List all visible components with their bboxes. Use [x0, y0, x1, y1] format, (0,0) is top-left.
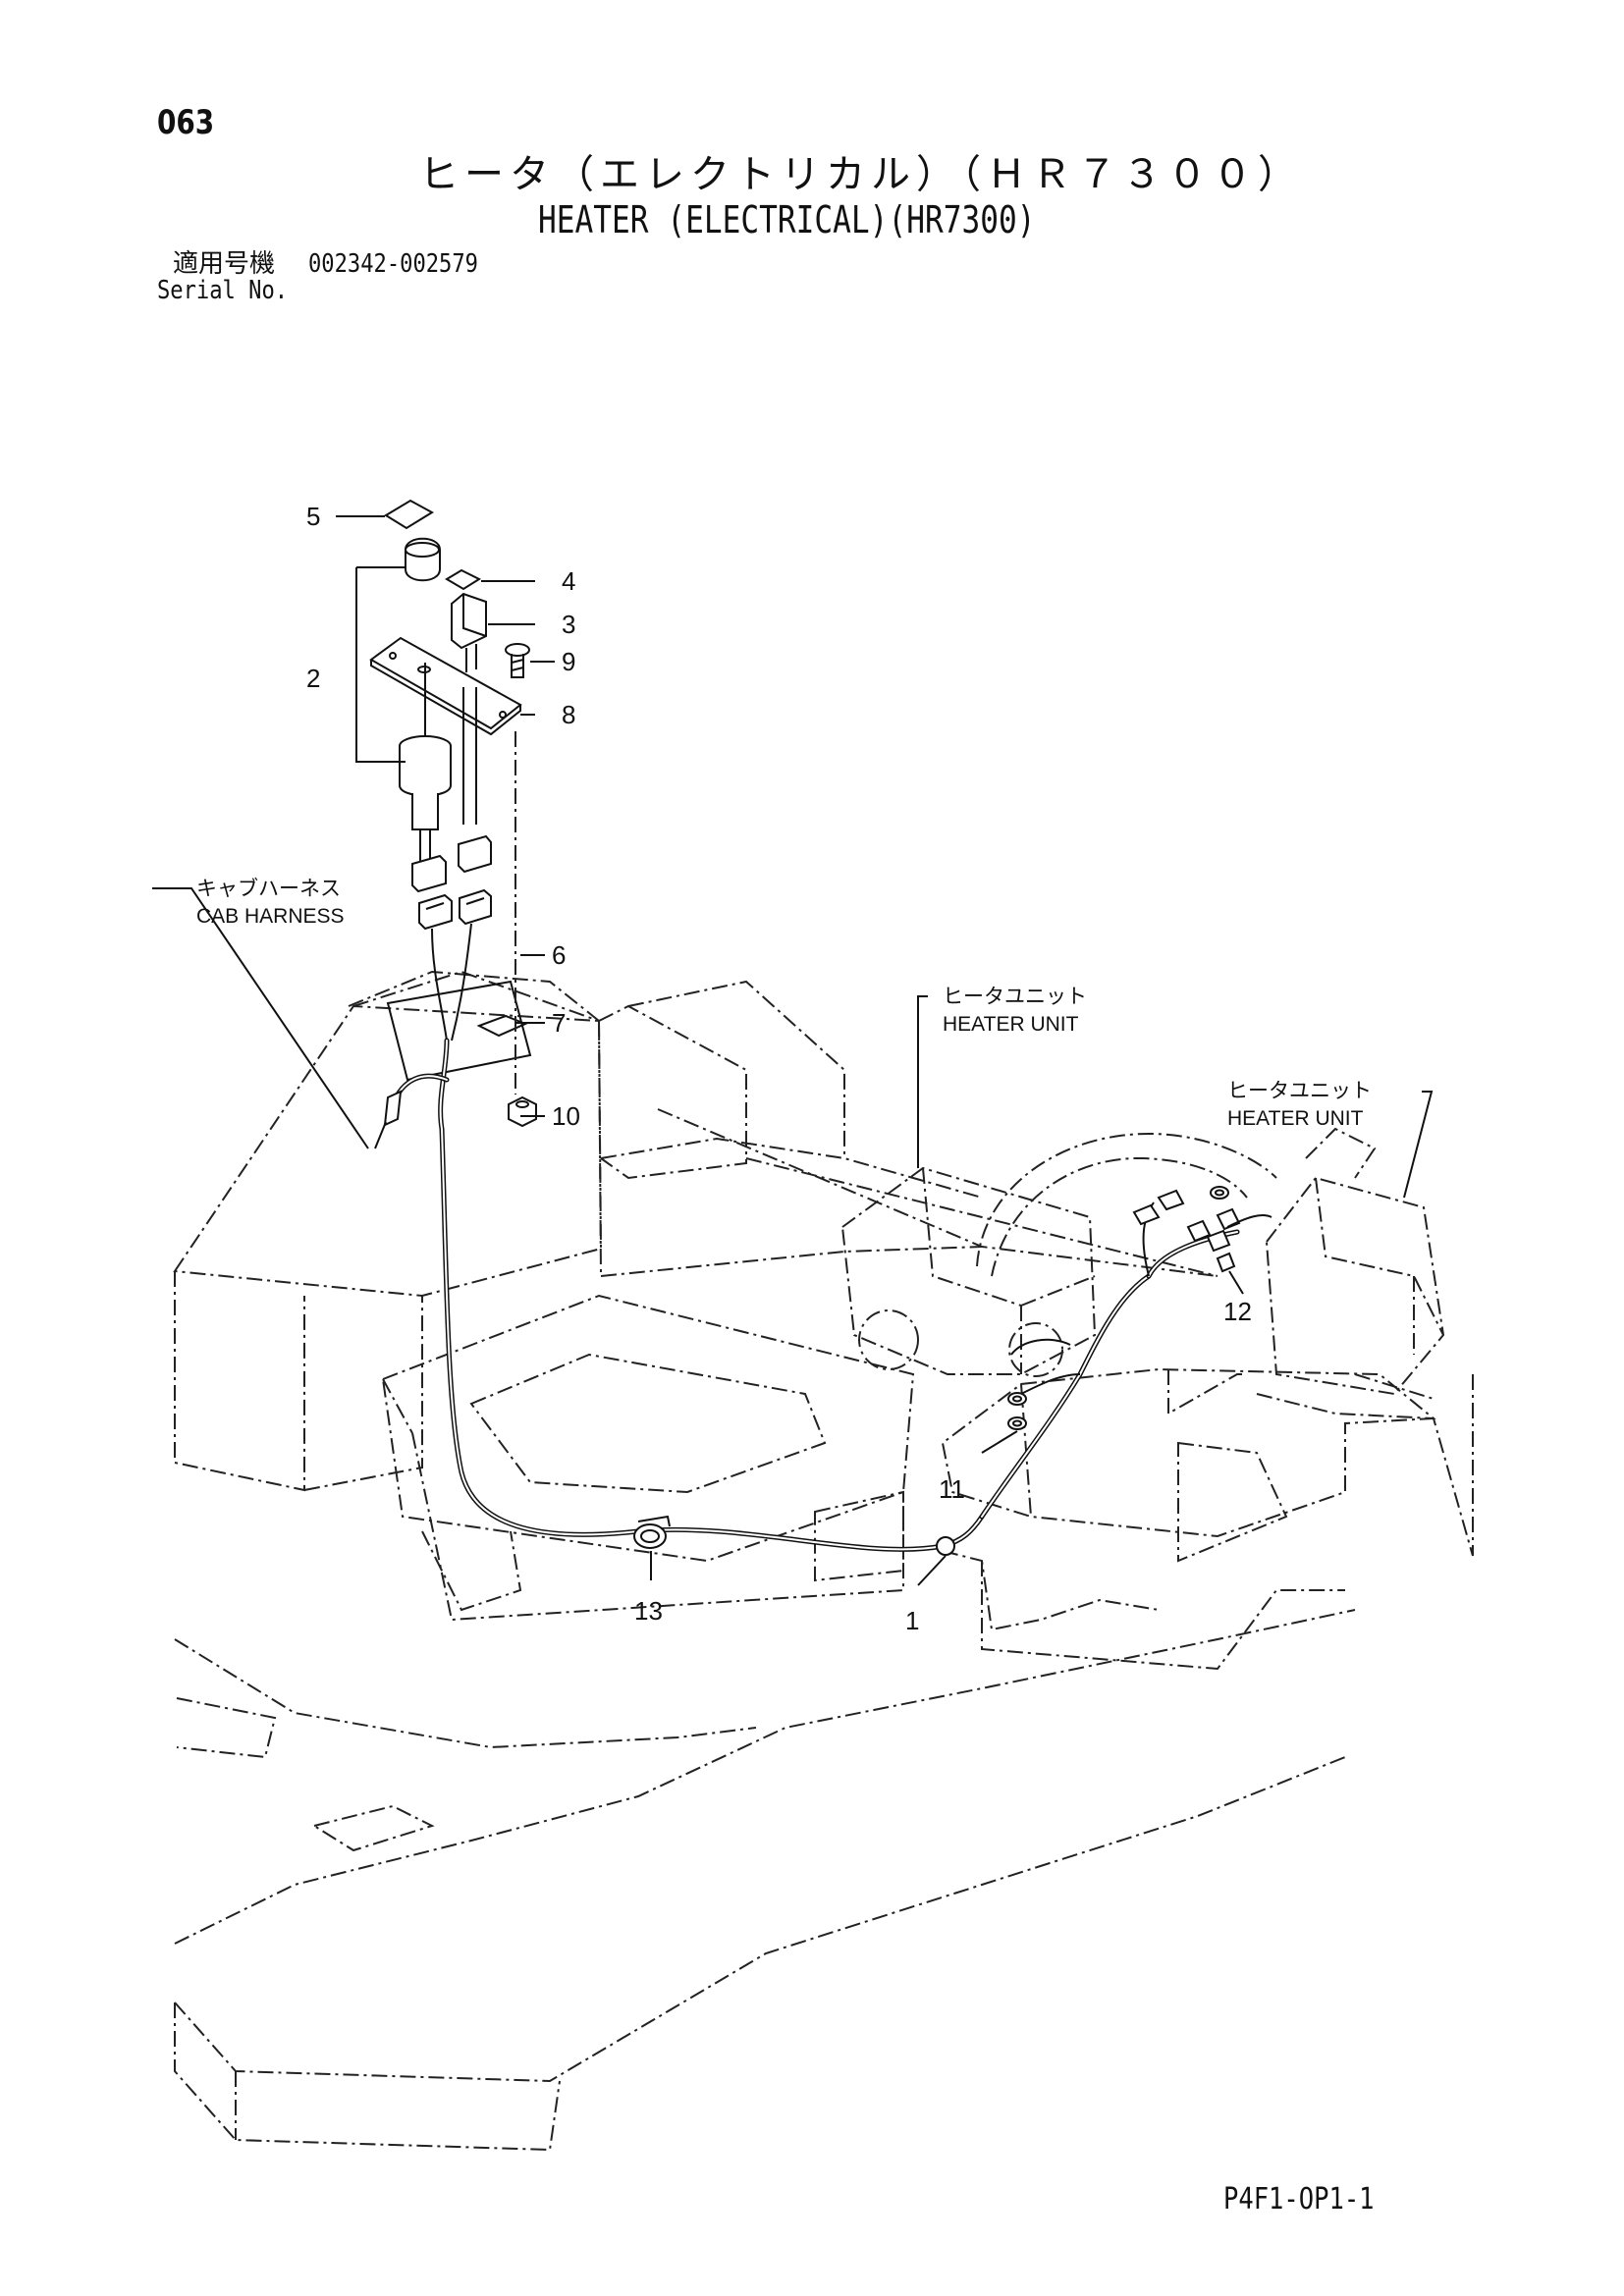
serial-label-japanese: 適用号機	[173, 249, 276, 279]
machine-outline	[173, 970, 1474, 2152]
part-label-6: 6	[552, 940, 566, 970]
part-label-9: 9	[562, 647, 575, 676]
part-label-13: 13	[634, 1596, 663, 1626]
main-harness	[374, 1038, 1272, 1556]
part-label-2: 2	[306, 664, 320, 693]
part-label-10: 10	[552, 1101, 580, 1131]
title-japanese: ヒータ（エレクトリカル）（ＨＲ７３００）	[419, 152, 1303, 197]
part-label-12: 12	[1223, 1297, 1252, 1326]
serial-range: 002342-002579	[308, 249, 478, 279]
heater-unit-label-2-jp: ヒータユニット	[1227, 1080, 1372, 1102]
cab-harness-label-en: CAB HARNESS	[196, 905, 345, 928]
part-label-3: 3	[562, 610, 575, 639]
part-label-8: 8	[562, 700, 575, 729]
cab-harness-label-jp: キャブハーネス	[196, 878, 341, 900]
part-label-1: 1	[905, 1606, 919, 1635]
callout-labels: キャブハーネス CAB HARNESS ヒータユニット HEATER UNIT …	[196, 878, 1372, 1130]
grommets	[1007, 1186, 1236, 1430]
drawing-code: P4F1-OP1-1	[1223, 2182, 1375, 2216]
leader-lines	[152, 515, 1434, 1586]
part-label-7: 7	[552, 1008, 566, 1038]
part-label-11: 11	[939, 1474, 965, 1504]
switch-panel-assembly	[369, 499, 537, 1128]
heater-unit-label-2-en: HEATER UNIT	[1227, 1107, 1364, 1130]
heater-unit-label-1-jp: ヒータユニット	[943, 986, 1087, 1008]
serial-label-english: Serial No.	[157, 276, 289, 305]
part-label-5: 5	[306, 502, 320, 531]
part-label-4: 4	[562, 566, 575, 596]
title-english: HEATER (ELECTRICAL)(HR7300)	[538, 198, 1036, 241]
part-number-labels: 5 4 3 9 2 8 6 7 10 11 12 13 1	[306, 502, 1252, 1635]
clamp	[633, 1515, 671, 1549]
heater-unit-label-1-en: HEATER UNIT	[943, 1013, 1079, 1036]
page-number: 063	[157, 103, 215, 142]
